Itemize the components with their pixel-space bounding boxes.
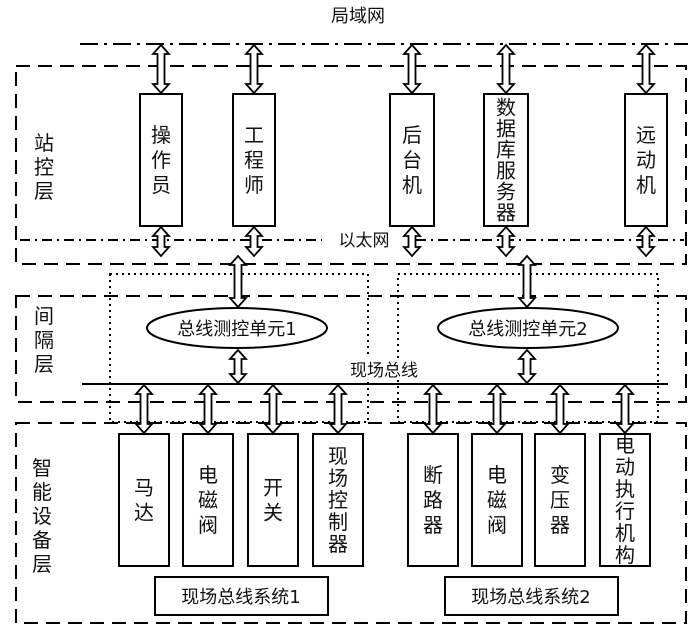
- bidirectional-arrow-13: [227, 348, 249, 385]
- station-box-label-3: 后台机: [402, 123, 422, 197]
- fieldbus-label: 现场总线: [350, 361, 418, 381]
- device-layer-label: 智能设备层: [32, 456, 52, 576]
- bidirectional-arrow-3: [401, 43, 423, 95]
- bidirectional-arrow-5: [635, 43, 657, 95]
- bidirectional-arrow-10: [635, 225, 657, 258]
- bidirectional-arrow-4: [495, 43, 517, 95]
- station-box-label-2: 工程师: [244, 123, 264, 197]
- ethernet-label-bg: [322, 228, 406, 250]
- bidirectional-arrow-6: [150, 225, 172, 258]
- system-1-label: 现场总线系统1: [181, 587, 300, 608]
- device-box-5: [407, 433, 459, 567]
- station-box-4: [483, 93, 529, 227]
- bidirectional-arrow-21: [549, 383, 571, 435]
- bidirectional-arrow-18: [327, 383, 349, 435]
- device-box-4: [312, 433, 364, 567]
- station-layer-region: [15, 65, 687, 265]
- device-box-8: [599, 433, 651, 567]
- device-box-7: [534, 433, 586, 567]
- system-1-box: [154, 576, 329, 616]
- device-box-label-4: 现场控制器: [328, 444, 348, 556]
- lan-label: 局域网: [331, 6, 385, 27]
- device-box-label-5: 断路器: [423, 463, 443, 537]
- bus-unit-2-label: 总线测控单元2: [468, 319, 587, 340]
- bus-unit-2-ellipse: [437, 307, 619, 349]
- device-layer-region: [15, 422, 687, 624]
- bidirectional-arrow-7: [243, 225, 265, 258]
- bidirectional-arrow-2: [243, 43, 265, 95]
- bus-unit-1-label: 总线测控单元1: [177, 319, 296, 340]
- device-box-label-8: 电动执行机构: [615, 433, 635, 567]
- device-box-label-6: 电磁阀: [487, 463, 507, 537]
- bidirectional-arrow-20: [486, 383, 508, 435]
- bidirectional-arrow-19: [422, 383, 444, 435]
- bidirectional-arrow-8: [401, 225, 423, 258]
- bay-layer-label: 间隔层: [34, 304, 54, 376]
- station-box-label-5: 远动机: [636, 123, 656, 197]
- bidirectional-arrow-15: [133, 383, 155, 435]
- bidirectional-arrow-12: [516, 254, 538, 309]
- bidirectional-arrow-14: [516, 348, 538, 385]
- device-box-label-2: 电磁阀: [198, 463, 218, 537]
- bidirectional-arrow-11: [227, 254, 249, 309]
- station-layer-label: 站控层: [34, 131, 54, 203]
- device-box-1: [118, 433, 170, 567]
- fieldbus-label-bg: [334, 358, 434, 380]
- station-box-label-1: 操作员: [151, 123, 171, 197]
- group-1-dotted-box: [109, 273, 369, 423]
- device-box-3: [247, 433, 299, 567]
- device-box-label-1: 马达: [134, 476, 154, 525]
- bus-unit-1-ellipse: [146, 307, 328, 349]
- bidirectional-arrow-1: [150, 43, 172, 95]
- device-box-label-7: 变压器: [550, 463, 570, 537]
- system-2-box: [444, 576, 619, 616]
- bidirectional-arrow-17: [262, 383, 284, 435]
- station-box-5: [624, 93, 668, 227]
- bidirectional-arrow-9: [495, 225, 517, 258]
- ethernet-label: 以太网: [339, 231, 390, 251]
- device-box-label-3: 开关: [263, 476, 283, 525]
- bay-layer-region: [15, 295, 687, 403]
- system-2-label: 现场总线系统2: [471, 587, 590, 608]
- bidirectional-arrow-22: [614, 383, 636, 435]
- bidirectional-arrow-16: [197, 383, 219, 435]
- station-box-label-4: 数据库服务器: [496, 96, 516, 225]
